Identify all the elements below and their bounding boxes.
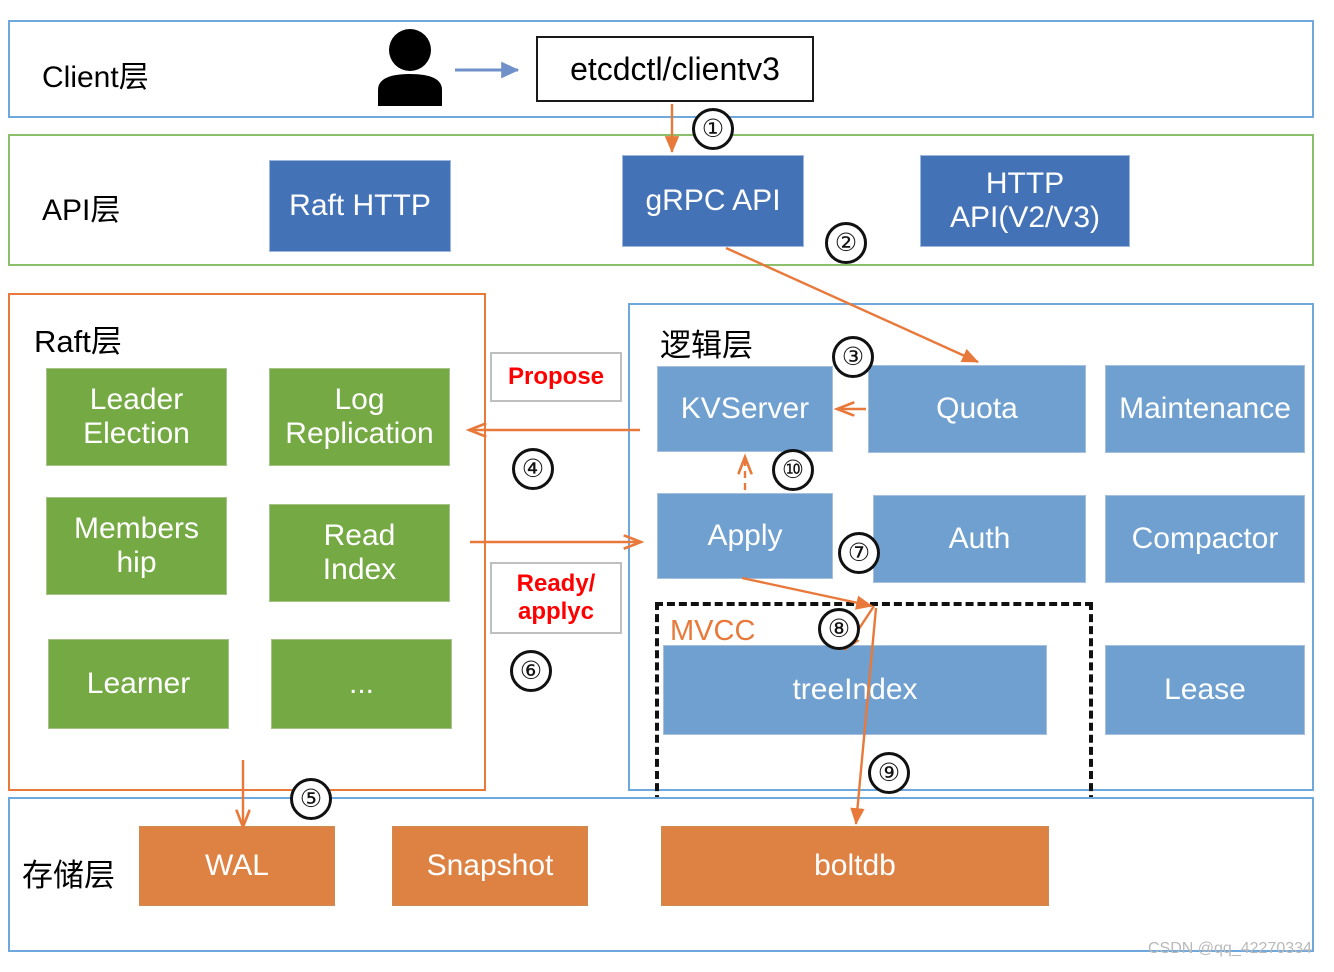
layer-raft-title: Raft层 [34,324,122,359]
raft-box-read-index[interactable]: Read Index [269,504,450,602]
api-box-raft-http[interactable]: Raft HTTP [269,160,451,252]
logic-box-lease[interactable]: Lease [1105,645,1305,735]
logic-box-apply[interactable]: Apply [657,493,833,579]
step-marker-2: ② [825,222,867,264]
mvcc-label: MVCC [670,615,756,647]
raft-box-membership[interactable]: Members hip [46,497,227,595]
api-box-grpc-api[interactable]: gRPC API [622,155,804,247]
logic-box-compactor[interactable]: Compactor [1105,495,1305,583]
layer-client-title: Client层 [42,61,149,94]
api-box-http-api[interactable]: HTTP API(V2/V3) [920,155,1130,247]
ready-apply-tag: Ready/ applyc [490,562,622,634]
logic-box-kvserver[interactable]: KVServer [657,366,833,452]
logic-box-maintenance[interactable]: Maintenance [1105,365,1305,453]
layer-logic-title: 逻辑层 [660,328,753,363]
layer-storage-title: 存储层 [22,858,115,893]
step-marker-9: ⑨ [868,752,910,794]
step-marker-1: ① [692,108,734,150]
step-marker-6: ⑥ [510,650,552,692]
raft-box-leader-election[interactable]: Leader Election [46,368,227,466]
logic-box-quota[interactable]: Quota [868,365,1086,453]
step-marker-7: ⑦ [838,532,880,574]
raft-box-log-replication[interactable]: Log Replication [269,368,450,466]
layer-api-title: API层 [42,194,121,227]
user-person-icon [375,28,445,106]
logic-box-auth[interactable]: Auth [873,495,1086,583]
propose-tag: Propose [490,352,622,402]
step-marker-10: ⑩ [772,449,814,491]
logic-box-treeindex[interactable]: treeIndex [663,645,1047,735]
csdn-watermark: CSDN @qq_42270334 [1148,940,1312,957]
step-marker-8: ⑧ [818,608,860,650]
step-marker-3: ③ [832,336,874,378]
storage-box-wal[interactable]: WAL [139,826,335,906]
step-marker-4: ④ [512,448,554,490]
raft-box-learner[interactable]: Learner [48,639,229,729]
storage-box-snapshot[interactable]: Snapshot [392,826,588,906]
raft-box-ellipsis[interactable]: ... [271,639,452,729]
etcdctl-client-box[interactable]: etcdctl/clientv3 [536,36,814,102]
step-marker-5: ⑤ [290,778,332,820]
storage-box-boltdb[interactable]: boltdb [661,826,1049,906]
